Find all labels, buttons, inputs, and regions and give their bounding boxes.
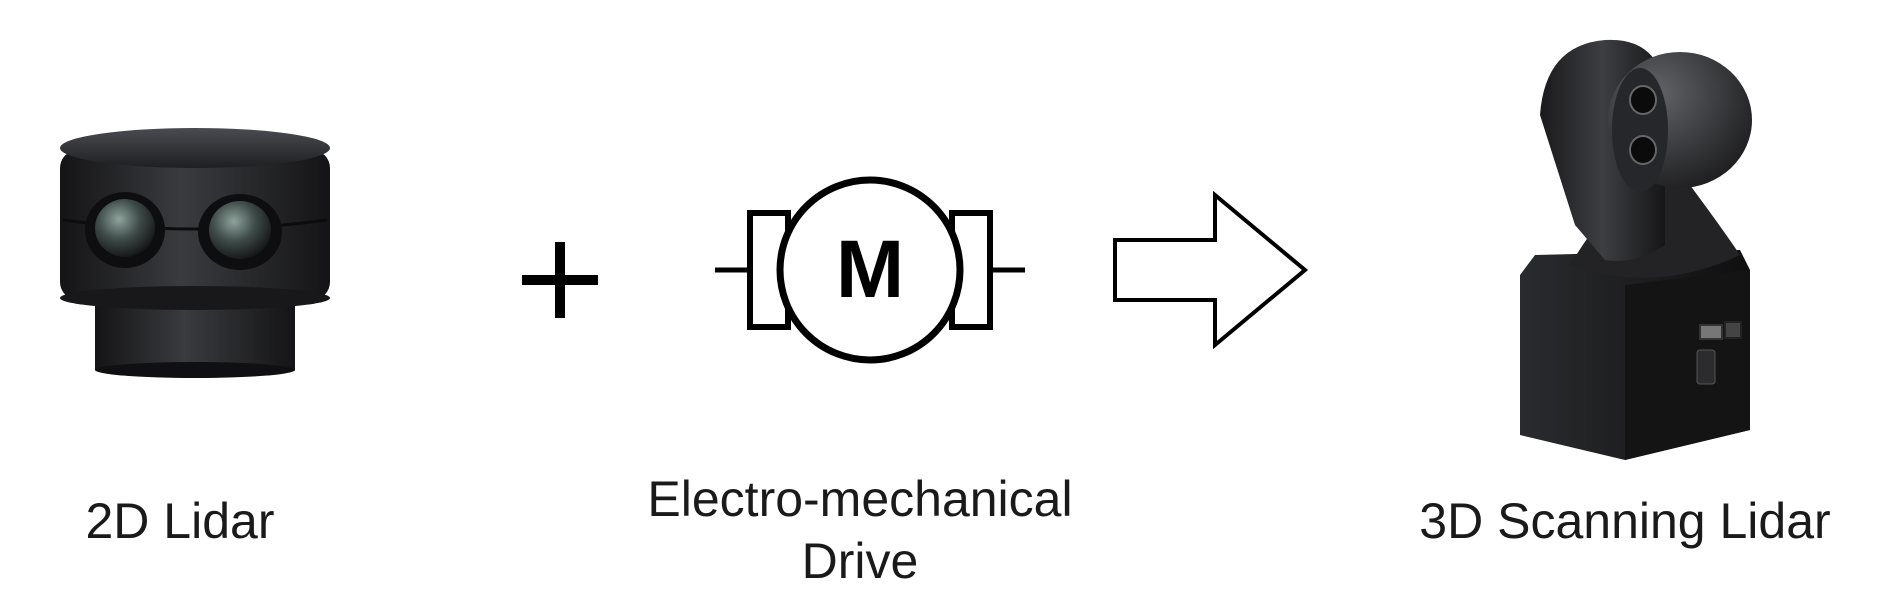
motor-letter: M bbox=[835, 224, 905, 315]
lidar-2d-image bbox=[55, 120, 345, 380]
lidar-3d-image bbox=[1505, 25, 1775, 465]
motor-symbol-icon: M bbox=[710, 165, 1030, 375]
arrow-right-icon bbox=[1110, 190, 1310, 350]
lidar-3d-caption: 3D Scanning Lidar bbox=[1419, 493, 1831, 549]
plus-icon bbox=[520, 240, 600, 320]
lidar-2d-caption: 2D Lidar bbox=[85, 493, 275, 549]
drive-caption-line2: Drive bbox=[801, 533, 919, 589]
drive-caption-line1: Electro-mechanical bbox=[647, 471, 1073, 527]
